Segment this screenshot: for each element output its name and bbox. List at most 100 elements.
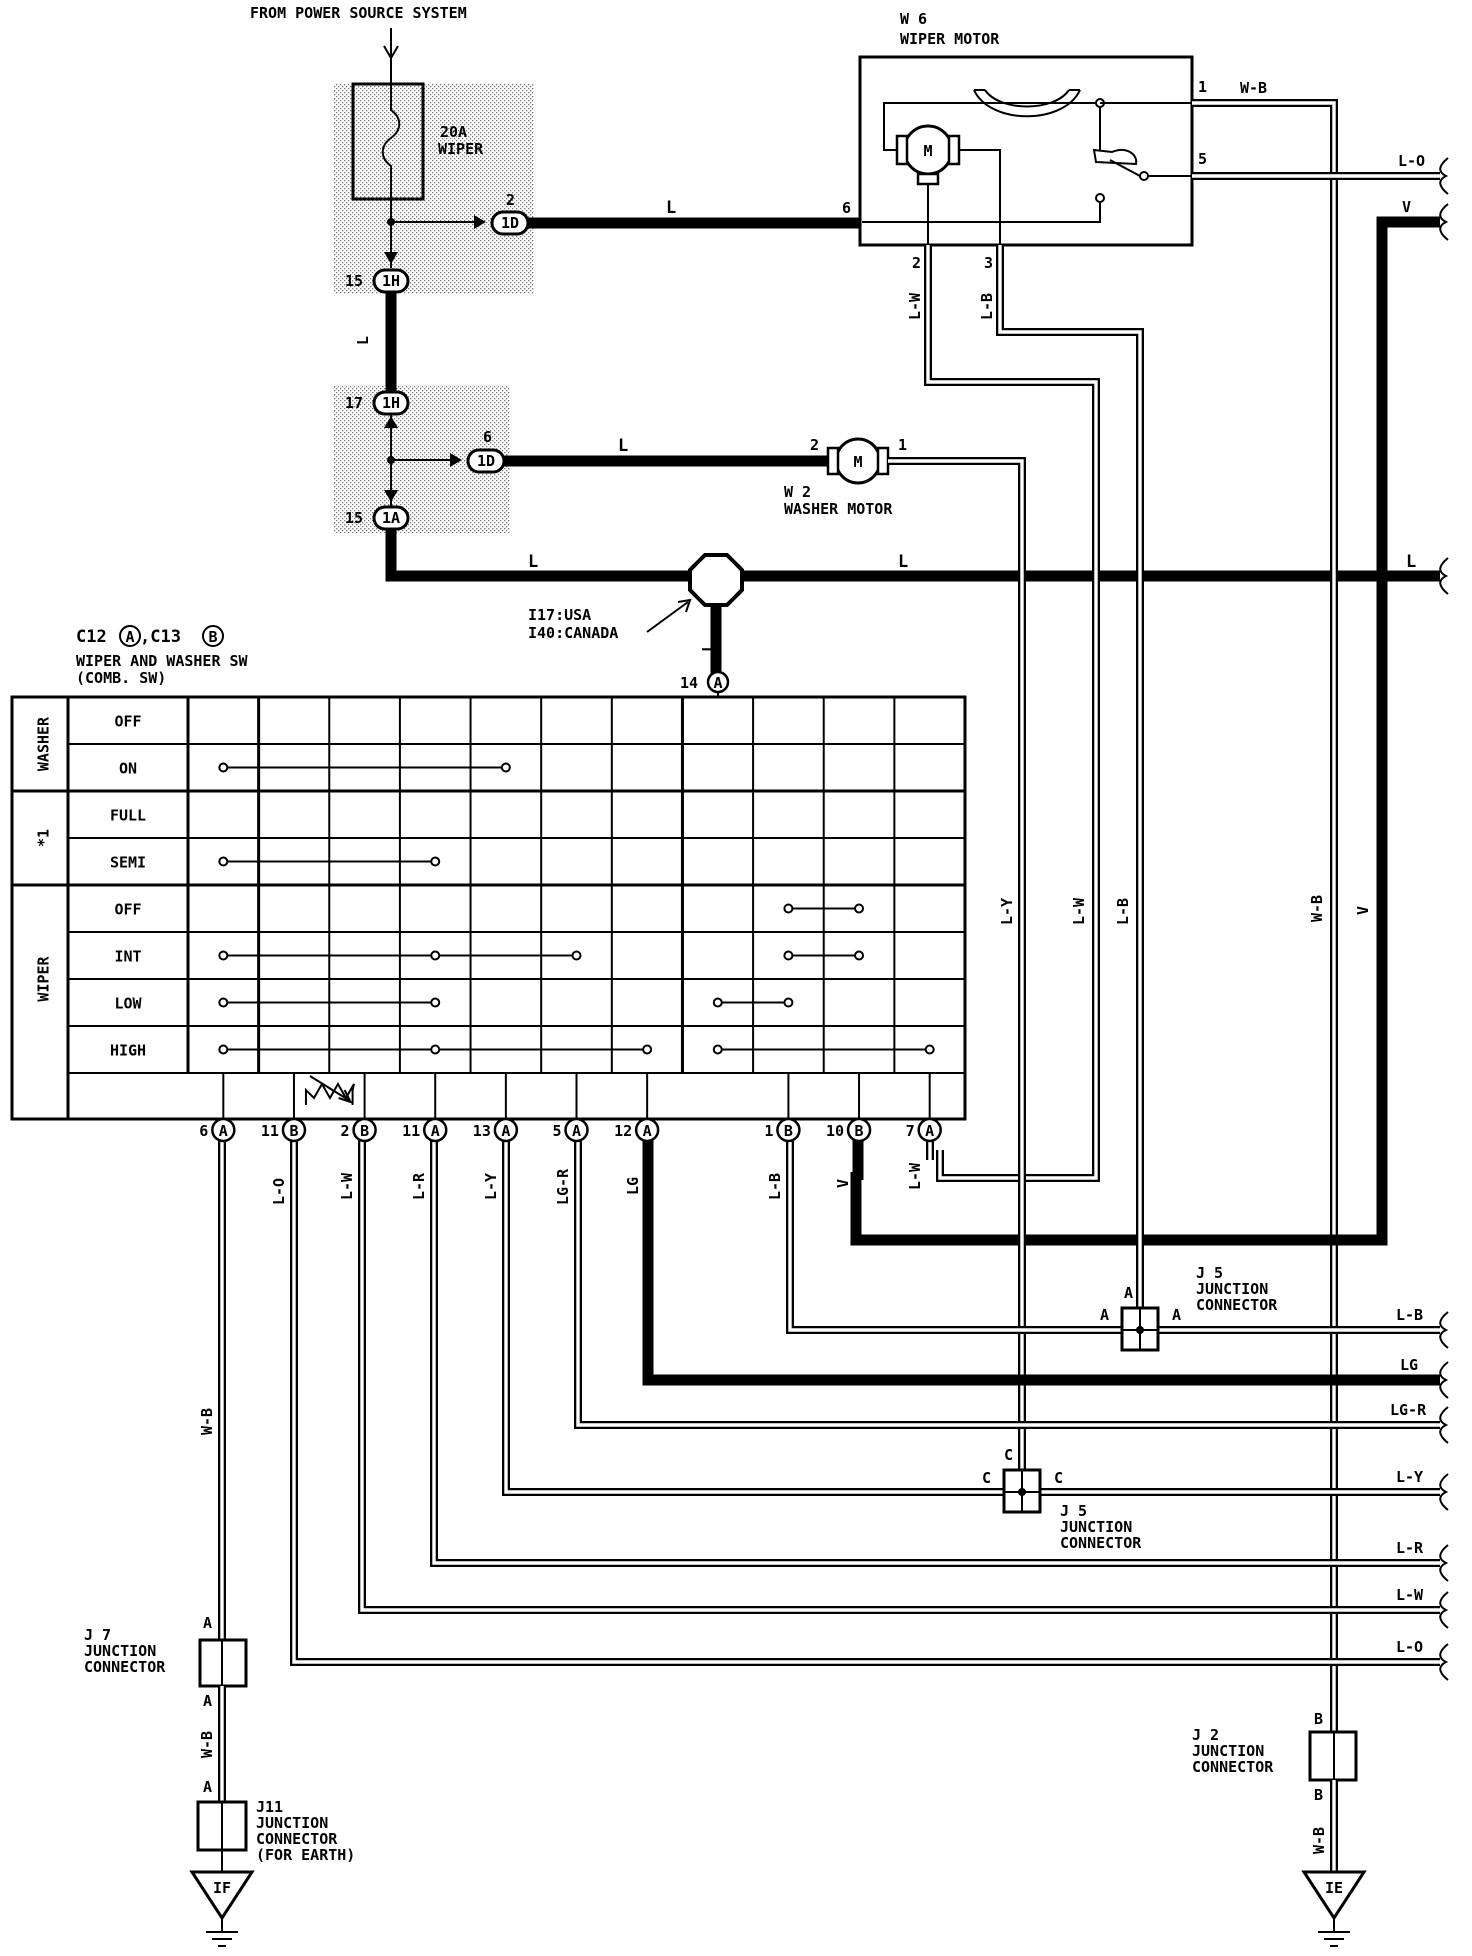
svg-text:L: L: [699, 643, 717, 652]
svg-text:1: 1: [898, 436, 907, 454]
svg-text:B: B: [784, 1122, 793, 1140]
fuse-box: [351, 82, 425, 201]
switch-row-1: OFF: [114, 713, 141, 731]
svg-text:L-B: L-B: [1396, 1306, 1423, 1324]
svg-text:14: 14: [680, 674, 698, 692]
svg-text:A: A: [643, 1122, 652, 1140]
fuse-amp: 20A: [440, 123, 467, 141]
svg-text:A: A: [1100, 1306, 1109, 1324]
svg-text:L-O: L-O: [1396, 1638, 1423, 1656]
svg-text:C: C: [1004, 1446, 1013, 1464]
svg-text:L-B: L-B: [978, 293, 996, 320]
svg-text:2: 2: [810, 436, 819, 454]
arrow-down-icon: [384, 252, 398, 264]
wire-end-icon: [1439, 1311, 1449, 1349]
svg-text:A: A: [501, 1122, 510, 1140]
svg-text:13: 13: [473, 1122, 491, 1140]
ground-if-label: IF: [213, 1879, 231, 1897]
washer-motor-id: W 2: [784, 483, 811, 501]
ground-ie-icon: [1301, 1870, 1367, 1921]
svg-text:W-B: W-B: [1240, 79, 1267, 97]
switch-subtitle: (COMB. SW): [76, 669, 166, 687]
svg-text:1H: 1H: [382, 394, 400, 412]
svg-text:L-Y: L-Y: [482, 1173, 500, 1200]
svg-text:L: L: [666, 198, 676, 218]
svg-text:LG-R: LG-R: [1390, 1401, 1427, 1419]
svg-text:B: B: [360, 1122, 369, 1140]
svg-text:CONNECTOR: CONNECTOR: [1196, 1296, 1278, 1314]
svg-text:J 5: J 5: [1196, 1264, 1223, 1282]
svg-text:6: 6: [199, 1122, 208, 1140]
switch-pin-6a: A6: [199, 1117, 236, 1143]
svg-text:11: 11: [402, 1122, 420, 1140]
svg-text:L-W: L-W: [906, 1162, 924, 1190]
pointer-arrow-icon: [677, 598, 692, 613]
svg-text:L-Y: L-Y: [998, 898, 1016, 925]
svg-text:6: 6: [483, 428, 492, 446]
svg-text:A: A: [431, 1122, 440, 1140]
switch-pin-1b: B1: [764, 1117, 801, 1143]
svg-text:A: A: [203, 1692, 212, 1710]
arrow-right-icon: [474, 215, 486, 229]
svg-text:,C13: ,C13: [140, 627, 181, 647]
svg-text:A: A: [572, 1122, 581, 1140]
switch-pin-13a: A 13: [473, 1117, 519, 1143]
switch-group-3: WIPER: [35, 955, 53, 1001]
wire-end-icon: [1439, 1643, 1449, 1681]
svg-text:A: A: [1172, 1306, 1181, 1324]
svg-text:JUNCTION: JUNCTION: [1060, 1518, 1132, 1536]
switch-row-8: HIGH: [110, 1042, 146, 1060]
switch-group-1: WASHER: [35, 716, 53, 771]
ground-ie-label: IE: [1325, 1879, 1343, 1897]
svg-text:10: 10: [826, 1122, 844, 1140]
svg-text:2: 2: [341, 1122, 350, 1140]
svg-text:V: V: [1354, 906, 1372, 915]
svg-text:L-O: L-O: [270, 1178, 288, 1205]
svg-text:V: V: [834, 1179, 852, 1188]
svg-text:A: A: [203, 1778, 212, 1796]
svg-text:A: A: [1124, 1284, 1133, 1302]
svg-text:B: B: [208, 628, 217, 646]
svg-text:LG: LG: [1400, 1356, 1418, 1374]
svg-text:V: V: [1402, 198, 1411, 216]
junction-block-octagon: [688, 553, 744, 607]
svg-text:6: 6: [842, 199, 851, 217]
wire-end-icon: [1439, 157, 1449, 195]
svg-text:1D: 1D: [477, 452, 495, 470]
svg-text:W-B: W-B: [198, 1408, 216, 1435]
svg-text:3: 3: [984, 254, 993, 272]
svg-text:CONNECTOR: CONNECTOR: [256, 1830, 338, 1848]
svg-text:(FOR EARTH): (FOR EARTH): [256, 1846, 355, 1864]
svg-text:L: L: [618, 436, 628, 456]
svg-text:1H: 1H: [382, 272, 400, 290]
wire-end-icon: [1439, 1361, 1449, 1399]
svg-text:1D: 1D: [501, 214, 519, 232]
svg-text:CONNECTOR: CONNECTOR: [1192, 1758, 1274, 1776]
svg-text:A: A: [219, 1122, 228, 1140]
svg-text:A: A: [203, 1614, 212, 1632]
svg-text:L-O: L-O: [1398, 152, 1425, 170]
svg-text:C12: C12: [76, 627, 107, 647]
svg-text:L-W: L-W: [338, 1172, 356, 1200]
svg-text:15: 15: [345, 509, 363, 527]
switch-pin-2b: B2: [341, 1117, 377, 1143]
svg-text:L-R: L-R: [410, 1172, 428, 1200]
svg-text:LG: LG: [624, 1177, 642, 1195]
svg-text:L-R: L-R: [1396, 1539, 1424, 1557]
svg-text:JUNCTION: JUNCTION: [1192, 1742, 1264, 1760]
wire-end-icon: [1439, 203, 1449, 241]
svg-text:CONNECTOR: CONNECTOR: [84, 1658, 166, 1676]
ib-shade-top: [334, 84, 534, 294]
arrow-down-icon: [383, 45, 399, 60]
svg-text:L: L: [528, 552, 538, 572]
svg-text:W-B: W-B: [1308, 895, 1326, 922]
switch-row-3: FULL: [110, 807, 146, 825]
switch-row-7: LOW: [114, 995, 142, 1013]
junction-block-usa: I17:USA: [528, 606, 591, 624]
svg-text:L-Y: L-Y: [1396, 1468, 1423, 1486]
svg-text:W-B: W-B: [198, 1731, 216, 1758]
svg-text:L-W: L-W: [906, 292, 924, 320]
right-edge-wire-ends: [1439, 157, 1449, 1681]
